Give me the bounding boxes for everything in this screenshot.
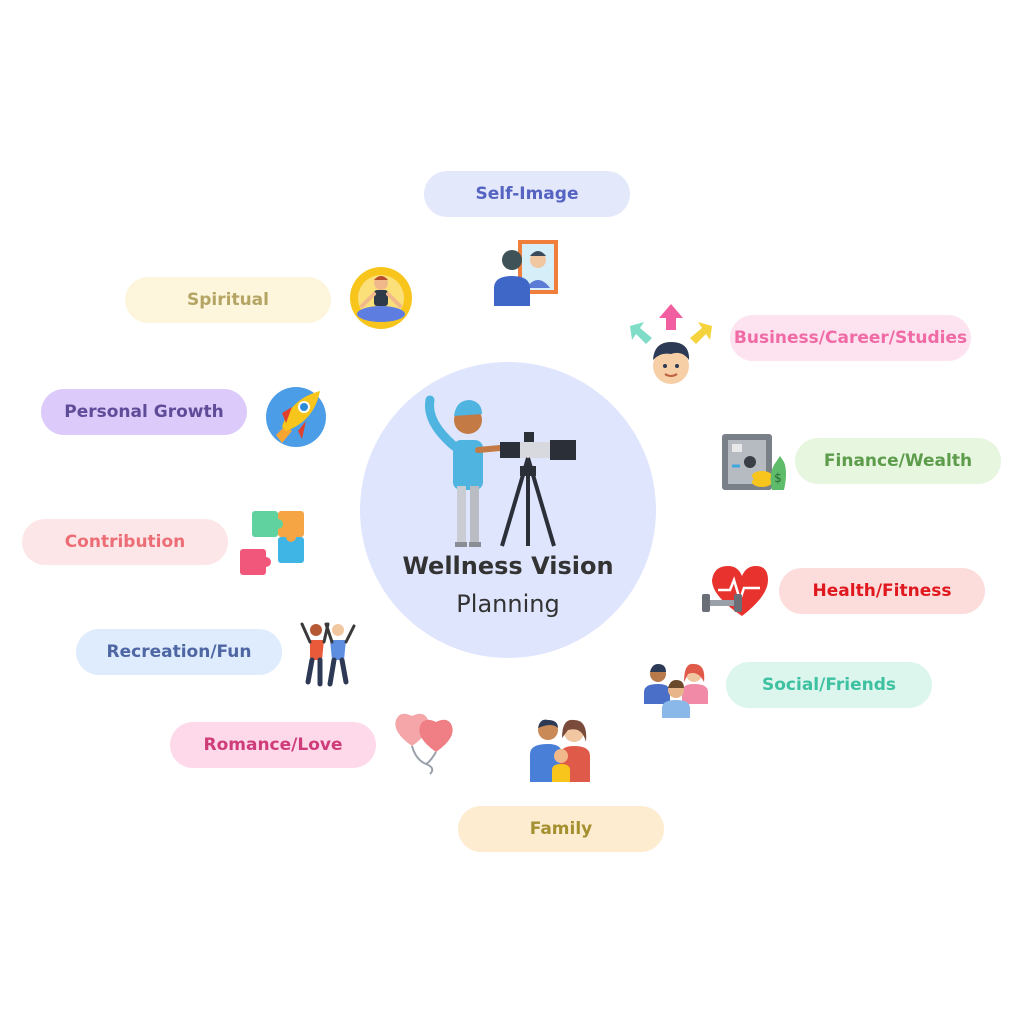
pill-label: Romance/Love (203, 735, 343, 755)
rocket-icon (266, 387, 326, 447)
pill-label: Spiritual (187, 290, 269, 310)
safe-money-icon: $ (722, 434, 786, 490)
pill-finance-wealth: Finance/Wealth (795, 438, 1001, 484)
family-icon (530, 719, 590, 782)
pill-romance-love: Romance/Love (170, 722, 376, 768)
puzzle-icon (240, 511, 304, 575)
pill-spiritual: Spiritual (125, 277, 331, 323)
center-subtitle: Planning (456, 590, 560, 618)
heart-dumbbell-icon (702, 566, 768, 616)
friends-group-icon (644, 663, 708, 718)
pill-recreation-fun: Recreation/Fun (76, 629, 282, 675)
pill-label: Self-Image (475, 184, 579, 204)
pill-personal-growth: Personal Growth (41, 389, 247, 435)
career-choice-icon (630, 304, 712, 384)
pill-label: Personal Growth (64, 402, 224, 422)
mirror-person-icon (494, 240, 558, 306)
pill-label: Family (529, 819, 593, 839)
center-circle: Wellness Vision Planning (360, 362, 656, 658)
svg-text:$: $ (774, 471, 782, 485)
telescope-person-icon (425, 395, 576, 547)
pill-label: Social/Friends (762, 675, 896, 695)
meditation-icon (350, 267, 412, 329)
center-title: Wellness Vision (402, 552, 614, 580)
pill-contribution: Contribution (22, 519, 228, 565)
pill-label: Recreation/Fun (106, 642, 252, 662)
pill-health-fitness: Health/Fitness (779, 568, 985, 614)
dancing-people-icon (300, 622, 356, 687)
pill-social-friends: Social/Friends (726, 662, 932, 708)
pill-label: Business/Career/Studies (733, 328, 968, 348)
pill-family: Family (458, 806, 664, 852)
pill-label: Contribution (64, 532, 186, 552)
pill-self-image: Self-Image (424, 171, 630, 217)
pill-business-career-studies: Business/Career/Studies (730, 315, 971, 361)
heart-balloons-icon (395, 713, 453, 775)
pill-label: Finance/Wealth (823, 451, 973, 471)
pill-label: Health/Fitness (812, 581, 952, 601)
